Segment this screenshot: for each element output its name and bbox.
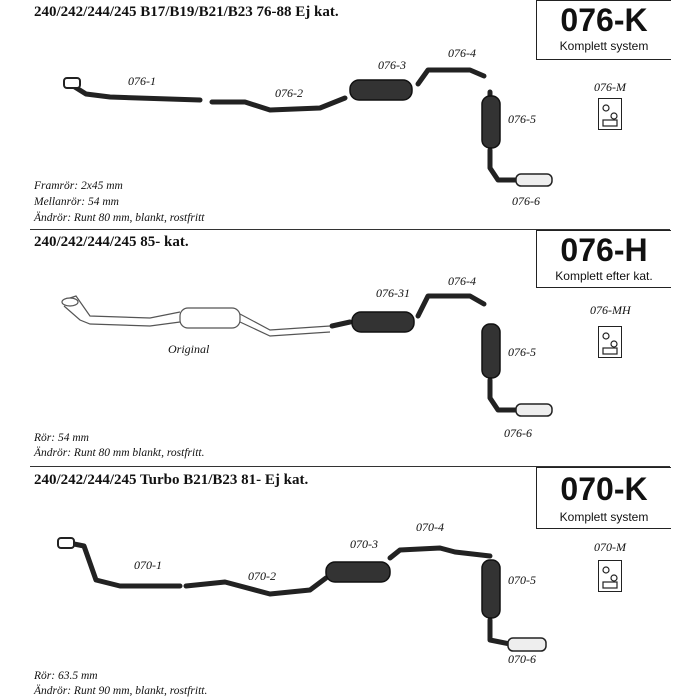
kit-label-076-MH: 076-MH [590,303,631,317]
note-middle-pipe: Mellanrör: 54 mm [34,196,119,208]
muffler-070-5 [481,559,501,619]
muffler-076-5-b [481,323,501,379]
original-catalyst [179,307,241,329]
pipe-076-2 [209,95,348,113]
part-label-070-4: 070-4 [416,520,444,534]
mounting-kit-icon [598,560,622,592]
section-3-code-box: 070-K Komplett system [536,467,671,529]
pipe-076-31-inlet [329,319,353,329]
pipe-076-1 [67,81,203,103]
note-tail-pipe-b: Ändrör: Runt 80 mm blankt, rostfritt. [34,447,205,459]
part-label-070-5: 070-5 [508,573,536,587]
mounting-kit-icon [598,98,622,130]
part-label-070-1: 070-1 [134,558,162,572]
section-1-code: 076-K [560,2,648,38]
pipe-070-2 [183,575,329,597]
mounting-kit-icon [598,326,622,358]
tailpipe-076-6 [515,173,553,187]
flange-076 [63,77,81,89]
section-1-code-box: 076-K Komplett system [536,0,671,60]
part-label-076-31: 076-31 [376,286,410,300]
section-2-code: 076-H [560,232,648,268]
part-label-076-2: 076-2 [275,86,303,100]
original-pipe-outline [63,295,181,327]
note-front-pipe: Framrör: 2x45 mm [34,180,123,192]
section-2-code-box: 076-H Komplett efter kat. [536,230,671,288]
pipe-076-4 [415,67,487,87]
muffler-076-3 [349,79,413,101]
original-label: Original [168,342,210,356]
section-1-code-sub: Komplett system [559,39,649,53]
kit-label-070-M: 070-M [594,540,626,554]
part-label-076-6: 076-6 [512,194,540,208]
pipe-076-4-b [415,293,487,319]
part-label-076-1: 076-1 [128,74,156,88]
section-divider-2 [30,466,670,467]
flange-070 [57,537,75,549]
note-tail-pipe-c: Ändrör: Runt 90 mm, blankt, rostfritt. [34,685,208,697]
part-label-076-5-b: 076-5 [508,345,536,359]
pipe-076-6-b [487,377,523,413]
section-3-code: 070-K [560,471,648,507]
section-2-title: 240/242/244/245 85- kat. [34,234,189,250]
part-label-070-3: 070-3 [350,537,378,551]
pipe-076-6 [487,147,523,183]
part-label-076-6-b: 076-6 [504,426,532,440]
section-1-title: 240/242/244/245 B17/B19/B21/B23 76-88 Ej… [34,4,339,20]
section-2-code-sub: Komplett efter kat. [555,269,653,283]
note-pipe-54: Rör: 54 mm [34,432,89,444]
muffler-076-5 [481,95,501,149]
section-3-title: 240/242/244/245 Turbo B21/B23 81- Ej kat… [34,472,309,488]
part-label-076-4: 076-4 [448,46,476,60]
pipe-070-4 [387,545,493,561]
muffler-076-31 [351,311,415,333]
part-label-076-3: 076-3 [378,58,406,72]
section-3-code-sub: Komplett system [559,510,649,524]
kit-label-076-M: 076-M [594,80,626,94]
pipe-070-1 [61,539,183,589]
original-pipe-rear [239,313,331,337]
part-label-076-5: 076-5 [508,112,536,126]
note-tail-pipe: Ändrör: Runt 80 mm, blankt, rostfritt [34,212,205,224]
pipe-070-6 [487,617,513,647]
part-label-070-2: 070-2 [248,569,276,583]
tailpipe-076-6-b [515,403,553,417]
section-divider-1 [30,229,670,230]
note-pipe-63: Rör: 63.5 mm [34,670,98,682]
tailpipe-070-6 [507,637,547,652]
muffler-070-3 [325,561,391,583]
part-label-076-4-b: 076-4 [448,274,476,288]
part-label-070-6: 070-6 [508,652,536,666]
